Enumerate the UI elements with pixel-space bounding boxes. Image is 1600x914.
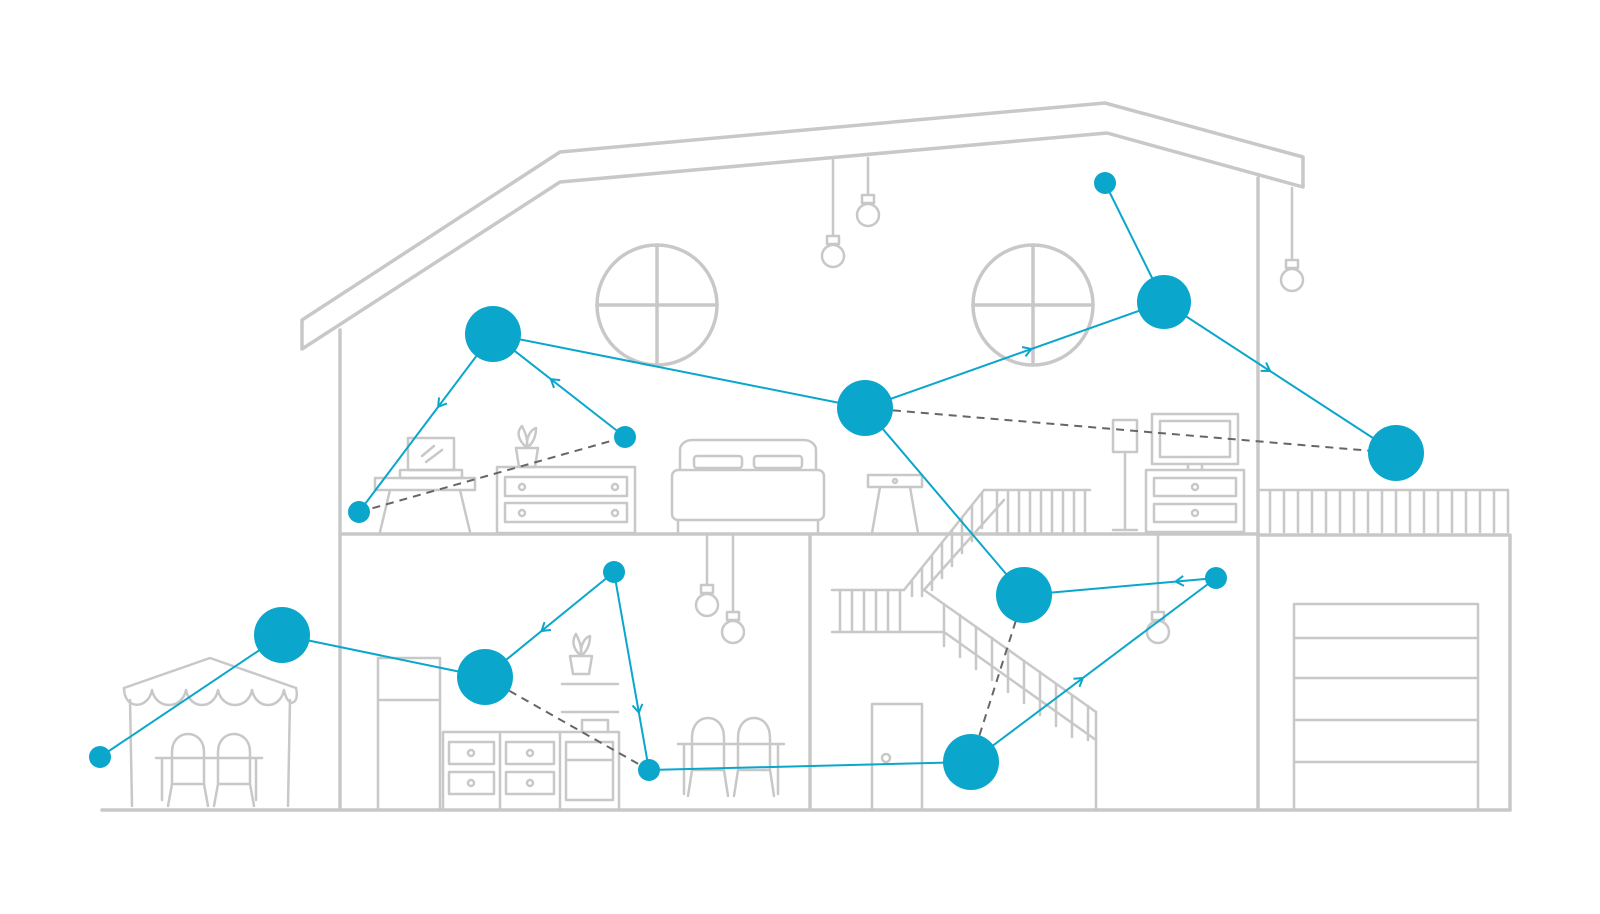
- client-device-node: [348, 501, 370, 523]
- mesh-router-node: [943, 734, 999, 790]
- network-link: [281, 634, 486, 678]
- network-link: [99, 634, 283, 758]
- network-link: [613, 571, 650, 771]
- mesh-router-node: [457, 649, 513, 705]
- door-icon: [870, 702, 924, 812]
- mesh-router-node: [837, 380, 893, 436]
- arrow-icon: [1173, 575, 1185, 587]
- arrow-icon: [540, 621, 551, 633]
- mesh-router-node: [254, 607, 310, 663]
- dashed-link: [864, 407, 1397, 454]
- network-link: [492, 333, 866, 409]
- laptop-icon: [398, 436, 464, 480]
- client-device-node: [638, 759, 660, 781]
- canopy-icon: [122, 656, 299, 808]
- staircase-icon: [830, 488, 1098, 812]
- window-icon: [971, 243, 1095, 367]
- light-bulb-icon: [855, 156, 881, 228]
- mesh-router-node: [1137, 275, 1191, 329]
- network-link: [1163, 301, 1397, 454]
- arrow-icon: [549, 377, 561, 389]
- network-link: [864, 407, 1025, 596]
- window-icon: [595, 243, 719, 367]
- client-device-node: [603, 561, 625, 583]
- network-link: [864, 301, 1165, 409]
- client-device-node: [89, 746, 111, 768]
- mesh-router-node: [996, 567, 1052, 623]
- floor-lamp-icon: [1111, 418, 1139, 532]
- plant-icon: [560, 632, 620, 714]
- client-device-node: [614, 426, 636, 448]
- arrow-icon: [1260, 362, 1272, 373]
- client-device-node: [1094, 172, 1116, 194]
- dresser-icon: [866, 473, 924, 535]
- tv-icon: [1150, 412, 1240, 472]
- network-link: [970, 577, 1217, 763]
- refrigerator-icon: [376, 656, 442, 812]
- arrow-icon: [1073, 676, 1085, 688]
- network-nodes: [89, 172, 1424, 790]
- dashed-link: [970, 594, 1025, 763]
- light-bulb-icon: [720, 534, 746, 645]
- dashed-link: [484, 676, 650, 771]
- desk-icon: [373, 476, 477, 534]
- mesh-router-node: [1368, 425, 1424, 481]
- network-link: [648, 761, 972, 771]
- light-bulb-icon: [1279, 186, 1305, 293]
- railing-icon: [1256, 488, 1510, 534]
- dining-chair-icon: [154, 732, 264, 808]
- bed-icon: [670, 438, 826, 535]
- plant-icon: [514, 424, 540, 469]
- garage-door-icon: [1292, 602, 1480, 812]
- network-link: [358, 333, 494, 513]
- client-device-node: [1205, 567, 1227, 589]
- light-bulb-icon: [694, 534, 720, 618]
- dresser-icon: [1144, 468, 1246, 534]
- arrow-icon: [437, 397, 448, 409]
- dashed-link: [358, 436, 626, 513]
- light-bulb-icon: [820, 158, 846, 269]
- railing-icon: [982, 488, 1092, 534]
- kitchen-cabinet-icon: [441, 718, 621, 812]
- arrow-icon: [1021, 346, 1034, 358]
- network-link: [1023, 577, 1217, 596]
- dining-chair-icon: [676, 716, 786, 798]
- dresser-icon: [495, 465, 637, 535]
- mesh-router-node: [465, 306, 521, 362]
- network-links: [99, 182, 1397, 771]
- house-outline-icon: [100, 101, 1512, 812]
- arrow-icon: [631, 703, 644, 715]
